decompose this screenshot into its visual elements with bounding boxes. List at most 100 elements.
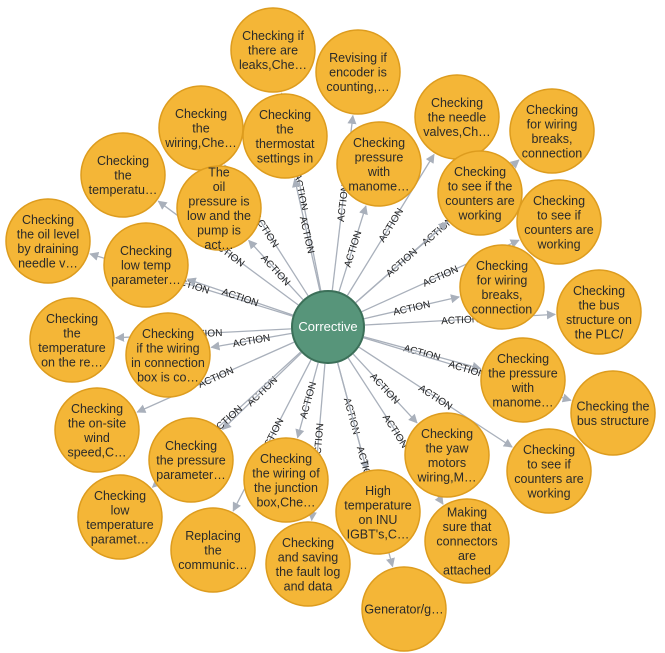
node-label-line: pressure is: [188, 194, 249, 208]
node-circle[interactable]: [242, 93, 328, 179]
node-circle[interactable]: [506, 428, 592, 514]
edge-n20[interactable]: [136, 341, 295, 413]
node-circle[interactable]: [424, 498, 510, 584]
edge-label-n27: ACTION: [380, 413, 410, 451]
edge-n7[interactable]: [338, 205, 368, 292]
node-label-line: settings in: [257, 151, 313, 165]
node-circle[interactable]: [361, 566, 447, 652]
edge-label-n6: ACTION: [297, 215, 316, 254]
node-circle[interactable]: [516, 179, 602, 265]
node-circle[interactable]: [315, 29, 401, 115]
node-circle[interactable]: [265, 521, 351, 607]
edge-n17[interactable]: [210, 332, 292, 351]
edge-n18[interactable]: [363, 336, 482, 371]
node-label-line: temperature: [38, 341, 105, 355]
node-circle[interactable]: [404, 412, 490, 498]
node-label-line: connection: [522, 146, 583, 160]
node-label-line: the fault log: [276, 565, 341, 579]
node-circle[interactable]: [336, 121, 422, 207]
edge-label-n17: ACTION: [232, 333, 271, 350]
node-label-line: Checking: [533, 194, 585, 208]
node-label-line: leaks,Che…: [239, 58, 307, 72]
node-label-line: for wiring: [477, 273, 528, 287]
node-circle[interactable]: [77, 474, 163, 560]
node-circle[interactable]: [29, 297, 115, 383]
node-label-line: encoder is: [329, 66, 387, 80]
node-circle[interactable]: [570, 370, 656, 456]
edge-n24[interactable]: [358, 346, 513, 448]
node-circle[interactable]: [148, 417, 234, 503]
node-circle[interactable]: [230, 7, 316, 93]
node-label-line: low: [111, 503, 131, 517]
node-circle[interactable]: [556, 269, 642, 355]
edge-n6[interactable]: [292, 178, 321, 292]
node-n30[interactable]: Generator/g…: [361, 566, 447, 652]
edge-n8[interactable]: [355, 221, 448, 303]
edge-n23[interactable]: [352, 353, 418, 424]
node-circle[interactable]: [103, 222, 189, 308]
node-circle[interactable]: [54, 387, 140, 473]
edge-n21[interactable]: [221, 352, 302, 431]
node-label-line: the: [192, 122, 209, 136]
edge-n3[interactable]: [346, 153, 435, 296]
node-label-line: with: [511, 381, 534, 395]
edge-n22[interactable]: [295, 362, 319, 439]
node-label-line: Checking the: [577, 399, 650, 413]
node-label-line: act…: [204, 238, 233, 252]
node-label-line: breaks,: [532, 132, 573, 146]
edge-n14[interactable]: [363, 294, 460, 320]
edge-n11[interactable]: [248, 239, 304, 301]
node-circle[interactable]: [176, 165, 262, 251]
edge-n13[interactable]: [186, 277, 294, 316]
node-circle[interactable]: [80, 132, 166, 218]
edge-label-n14: ACTION: [392, 299, 431, 318]
node-label-line: the yaw: [425, 441, 469, 455]
node-circle[interactable]: [509, 88, 595, 174]
node-circle[interactable]: [125, 312, 211, 398]
center-node[interactable]: Corrective: [291, 290, 365, 364]
node-circle[interactable]: [5, 198, 91, 284]
node-circle[interactable]: [437, 150, 523, 236]
node-circle[interactable]: [243, 437, 329, 523]
node-circle[interactable]: [480, 337, 566, 423]
center-node-circle[interactable]: [291, 290, 365, 364]
node-circle[interactable]: [335, 469, 421, 555]
node-circle[interactable]: [170, 507, 256, 593]
node-circle[interactable]: [459, 244, 545, 330]
